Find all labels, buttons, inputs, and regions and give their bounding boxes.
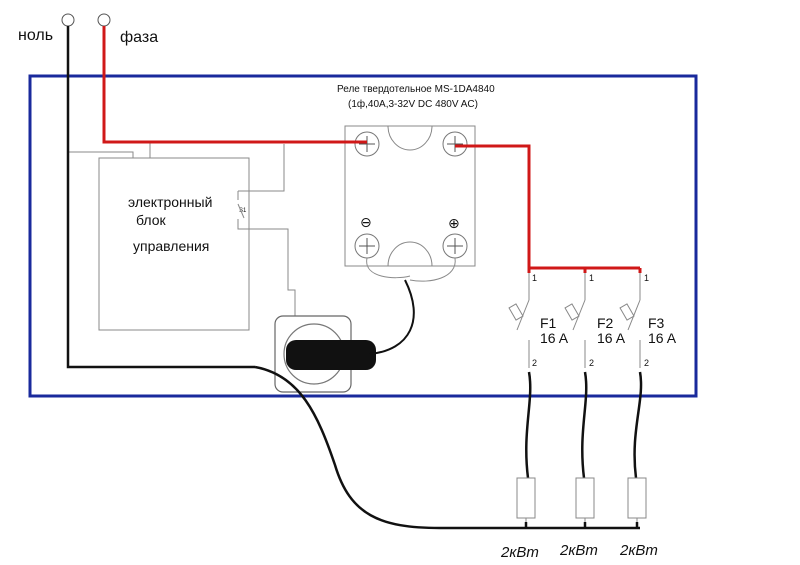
load-resistor-1 (516, 477, 536, 522)
load-2-label: 2кВт (559, 542, 598, 559)
breaker-f1-name: F1 (540, 315, 557, 331)
phase-label: фаза (120, 29, 158, 46)
load-3-label: 2кВт (619, 542, 658, 559)
relay-bottom-notch (387, 241, 433, 267)
breaker-f1-pin-in: 1 (532, 273, 537, 283)
control-block-line1: электронный (128, 194, 212, 210)
control-wiring (68, 143, 456, 338)
control-block-line2: блок (136, 212, 167, 228)
breaker-f2-rating: 16 A (597, 330, 626, 346)
phase-terminal (97, 13, 111, 27)
phase-wiring (102, 26, 642, 273)
relay-terminal-1 (354, 131, 380, 157)
relay-top-notch (387, 125, 433, 151)
breaker-f1-rating: 16 A (540, 330, 569, 346)
breaker-f3-rating: 16 A (648, 330, 677, 346)
breaker-f3-name: F3 (648, 315, 665, 331)
relay-terminal-plus (442, 233, 468, 259)
breaker-f1-pin-out: 2 (532, 358, 537, 368)
breaker-f2-pin-out: 2 (589, 358, 594, 368)
switch-s1-label: S1 (239, 208, 247, 214)
breaker-f3-pin-in: 1 (644, 273, 649, 283)
breaker-f3: 1 2 F3 16 A (619, 273, 677, 368)
load-resistor-3 (627, 477, 647, 522)
enclosure-box (28, 74, 698, 398)
breaker-f2-name: F2 (597, 315, 614, 331)
relay-minus-symbol: ⊖ (360, 214, 372, 230)
breaker-f2: 1 2 F2 16 A (564, 273, 626, 368)
neutral-terminal (61, 13, 75, 27)
breaker-f1: 1 2 F1 16 A (508, 273, 569, 368)
load-resistor-2 (575, 477, 595, 522)
neutral-label: ноль (18, 27, 53, 44)
relay-terminal-minus (354, 233, 380, 259)
breaker-f3-pin-out: 2 (644, 358, 649, 368)
relay-spec: (1ф,40А,3-32V DC 480V AC) (348, 98, 478, 110)
sensor-cable (369, 279, 415, 355)
relay-plus-symbol: ⊕ (448, 215, 460, 231)
neutral-wiring (66, 26, 640, 530)
control-block-line3: управления (133, 238, 209, 254)
load-wiring (525, 371, 643, 479)
temperature-sensor (286, 340, 376, 370)
relay-title: Реле твердотельное MS-1DA4840 (337, 84, 495, 95)
control-block-box (98, 157, 250, 331)
load-1-label: 2кВт (500, 544, 539, 561)
breaker-f2-pin-in: 1 (589, 273, 594, 283)
relay-terminal-2 (442, 131, 468, 157)
